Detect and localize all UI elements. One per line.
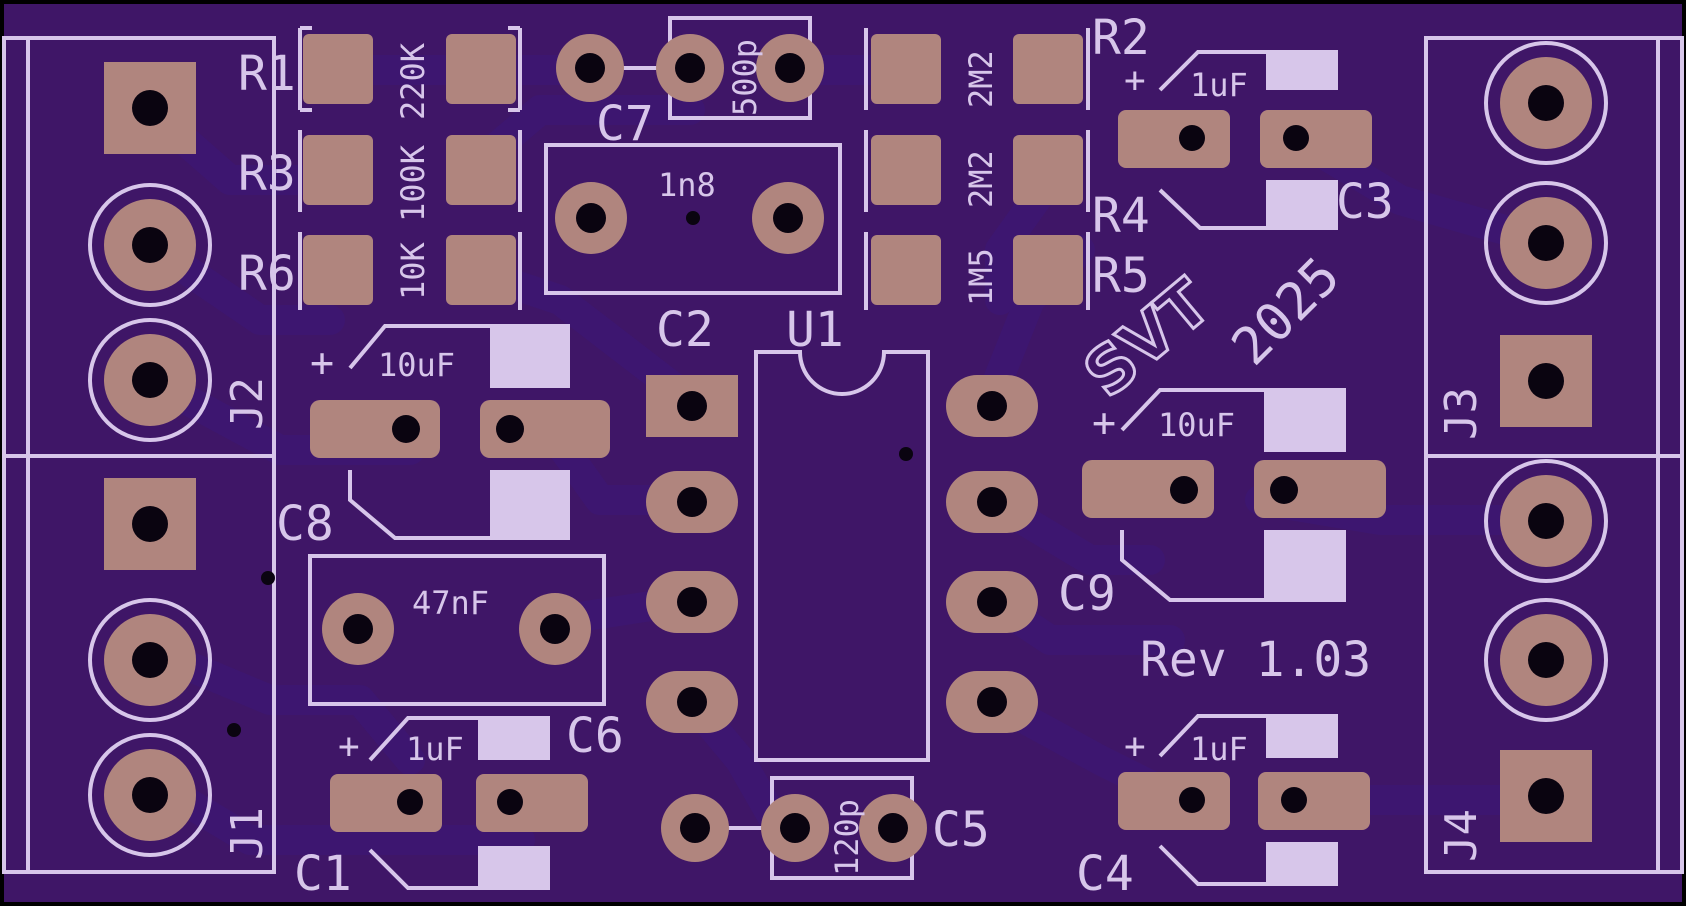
label-J3: J3 xyxy=(1436,387,1487,440)
connector-J4 xyxy=(1484,459,1608,842)
value-C4: 1uF xyxy=(1190,730,1248,768)
connector-J3 xyxy=(1484,41,1608,427)
capacitor-C4-footprint xyxy=(1118,714,1370,886)
capacitor-C3-footprint xyxy=(1118,50,1372,230)
label-R4: R4 xyxy=(1092,188,1150,244)
resistor-R4-footprint xyxy=(864,130,1090,212)
capacitor-C1-footprint xyxy=(330,716,588,890)
value-C9: 10uF xyxy=(1158,406,1235,444)
resistor-R2-footprint xyxy=(864,28,1090,110)
label-R5: R5 xyxy=(1092,248,1150,304)
label-C6: C6 xyxy=(566,708,624,764)
value-R1: 220K xyxy=(394,42,432,120)
label-U1: U1 xyxy=(786,302,844,358)
capacitor-C6-footprint xyxy=(308,554,606,706)
label-C4: C4 xyxy=(1076,846,1134,902)
ic-U1-footprint xyxy=(646,350,1038,762)
polarity-C1: + xyxy=(338,726,360,767)
label-C2: C2 xyxy=(656,302,714,358)
revision-label: Rev 1.03 xyxy=(1140,632,1371,688)
resistor-R5-footprint xyxy=(864,232,1090,310)
connector-J1 xyxy=(88,478,275,857)
value-R2: 2M2 xyxy=(962,50,1000,108)
polarity-C8: + xyxy=(310,340,334,386)
connector-J2 xyxy=(88,62,212,442)
polarity-C9: + xyxy=(1092,400,1116,446)
connector-housing-right xyxy=(1424,36,1684,874)
polarity-C4: + xyxy=(1124,726,1146,767)
resistor-R6-footprint xyxy=(298,232,522,310)
label-J1: J1 xyxy=(222,807,273,860)
value-C3: 1uF xyxy=(1190,66,1248,104)
connector-housing-left xyxy=(2,36,276,874)
capacitor-C9-footprint xyxy=(1082,388,1386,602)
label-R3: R3 xyxy=(238,146,296,202)
capacitor-C8-footprint xyxy=(310,324,610,540)
label-R2: R2 xyxy=(1092,10,1150,66)
value-R3: 100K xyxy=(394,144,432,222)
label-C3: C3 xyxy=(1336,174,1394,230)
resistor-R3-footprint xyxy=(298,130,522,212)
value-C2: 1n8 xyxy=(658,166,716,204)
label-C7: C7 xyxy=(596,96,654,152)
value-C1: 1uF xyxy=(406,730,464,768)
label-C1: C1 xyxy=(294,846,352,902)
label-R6: R6 xyxy=(238,246,296,302)
label-J4: J4 xyxy=(1436,809,1487,862)
label-C5: C5 xyxy=(932,802,990,858)
value-R6: 10K xyxy=(394,241,432,300)
value-R4: 2M2 xyxy=(962,150,1000,208)
label-C8: C8 xyxy=(276,496,334,552)
label-C9: C9 xyxy=(1058,566,1116,622)
value-R5: 1M5 xyxy=(962,248,1000,306)
polarity-C3: + xyxy=(1124,60,1146,101)
resistor-R1-footprint xyxy=(298,26,522,112)
capacitor-C5-footprint xyxy=(661,776,927,880)
value-C6: 47nF xyxy=(412,584,489,622)
capacitor-C2-footprint xyxy=(544,143,842,295)
value-C7: 500p xyxy=(726,39,764,116)
label-R1: R1 xyxy=(238,46,296,102)
label-J2: J2 xyxy=(222,377,273,430)
value-C5: 120p xyxy=(828,799,866,876)
silkscreen-labels: R1 R3 R6 R2 R4 R5 C7 C2 U1 C8 C6 C1 C5 C… xyxy=(222,10,1487,902)
capacitor-C7-footprint xyxy=(556,16,824,120)
value-C8: 10uF xyxy=(378,346,455,384)
